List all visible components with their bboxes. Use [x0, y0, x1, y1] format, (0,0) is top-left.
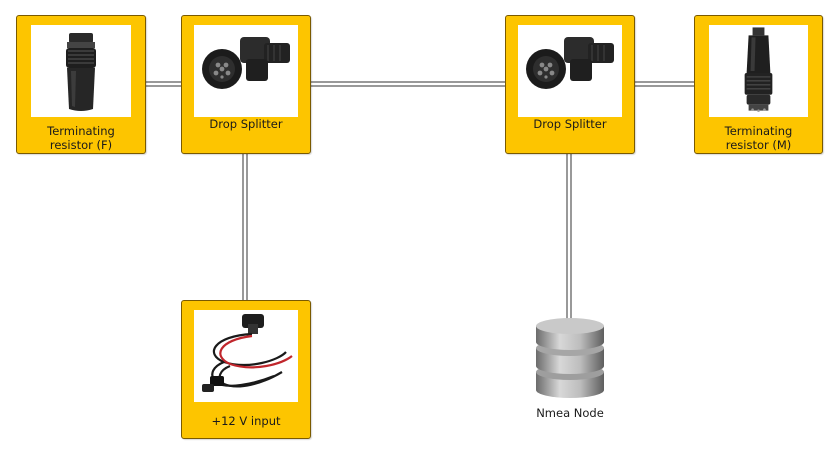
power-cable-icon: [194, 310, 298, 402]
node-power-input[interactable]: +12 V input: [181, 300, 311, 439]
t-connector-icon: [194, 25, 298, 117]
node-label: Nmea Node: [536, 406, 604, 420]
node-terminating-resistor-m[interactable]: Terminating resistor (M): [694, 15, 823, 154]
node-drop-splitter-a[interactable]: Drop Splitter: [181, 15, 311, 154]
node-drop-splitter-b[interactable]: Drop Splitter: [505, 15, 635, 154]
node-label: Drop Splitter: [533, 117, 607, 131]
node-nmea[interactable]: Nmea Node: [530, 316, 610, 426]
node-label: Drop Splitter: [209, 117, 283, 131]
terminator-male-icon: [709, 25, 808, 117]
t-connector-icon: [518, 25, 622, 117]
label-line-2: resistor (F): [49, 138, 113, 152]
node-label: Terminating resistor (F): [19, 124, 143, 152]
terminator-female-icon: [31, 25, 131, 117]
label-line-1: Terminating: [47, 124, 115, 138]
node-terminating-resistor-f[interactable]: Terminating resistor (F): [16, 15, 146, 154]
node-label: Terminating resistor (M): [697, 124, 820, 152]
node-label: +12 V input: [211, 414, 281, 428]
database-icon: [536, 318, 604, 398]
label-line-2: resistor (M): [725, 138, 792, 152]
label-line-1: Terminating: [724, 124, 793, 138]
